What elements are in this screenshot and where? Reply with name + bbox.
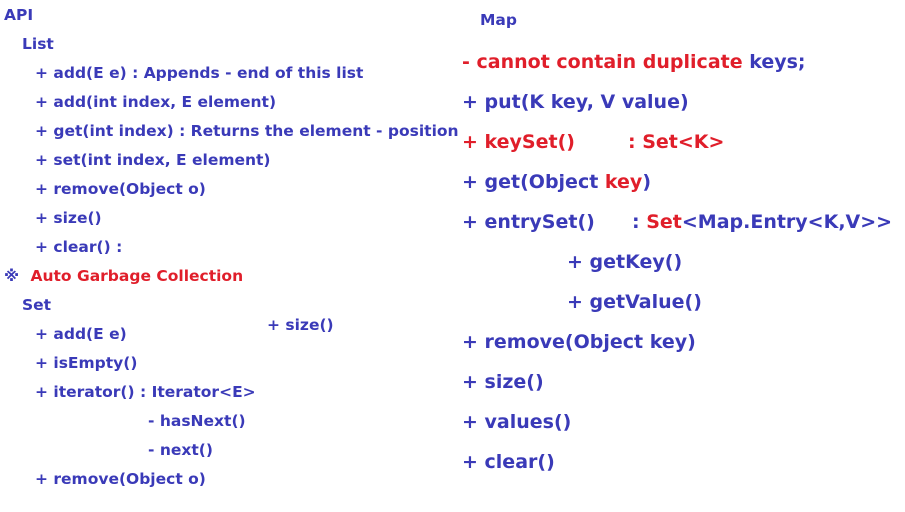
map-rule-emphasis: cannot contain duplicate <box>476 51 743 73</box>
list-item-add-index: + add(int index, E element) <box>35 93 277 111</box>
map-remove: + remove(Object key) <box>462 331 696 353</box>
entry-getvalue: + getValue() <box>567 291 702 313</box>
map-put: + put(K key, V value) <box>462 91 689 113</box>
map-get-key: key <box>604 171 643 193</box>
map-entryset-set: Set <box>646 211 682 233</box>
set-item-isempty: + isEmpty() <box>35 354 138 372</box>
map-heading: Map <box>480 11 517 29</box>
api-heading: API <box>4 6 34 24</box>
list-item-remove: + remove(Object o) <box>35 180 206 198</box>
iterator-hasnext: - hasNext() <box>148 412 246 430</box>
list-item-size: + size() <box>35 209 102 227</box>
map-get: + get(Object key) <box>462 173 651 192</box>
set-item-iterator: + iterator() : Iterator<E> <box>35 383 256 401</box>
map-keyset: + keySet() <box>462 131 575 153</box>
map-rule-prefix: - <box>462 51 477 73</box>
set-item-add: + add(E e) <box>35 325 127 343</box>
map-get-before: + get(Object <box>462 171 605 193</box>
map-entryset-generic: <Map.Entry<K,V>> <box>681 211 893 233</box>
map-get-after: ) <box>642 171 651 193</box>
reference-mark-icon: ※ <box>4 267 20 285</box>
entry-getkey: + getKey() <box>567 251 683 273</box>
map-entryset-type: : Set<Map.Entry<K,V>> <box>632 213 892 232</box>
set-item-remove: + remove(Object o) <box>35 470 206 488</box>
map-rule: - cannot contain duplicate keys; <box>462 53 806 72</box>
map-values: + values() <box>462 411 572 433</box>
map-rule-suffix: keys; <box>742 51 806 73</box>
gc-note: ※ Auto Garbage Collection <box>4 267 244 285</box>
list-item-set: + set(int index, E element) <box>35 151 271 169</box>
gc-note-text: Auto Garbage Collection <box>30 267 244 285</box>
list-item-get: + get(int index) : Returns the element -… <box>35 122 459 140</box>
iterator-next: - next() <box>148 441 213 459</box>
map-entryset: + entrySet() <box>462 211 595 233</box>
set-item-size: + size() <box>267 316 334 334</box>
map-size: + size() <box>462 371 544 393</box>
map-entryset-colon: : <box>632 211 647 233</box>
set-heading: Set <box>22 296 52 314</box>
list-heading: List <box>22 35 54 53</box>
map-keyset-type: : Set<K> <box>628 131 725 153</box>
map-clear: + clear() <box>462 451 555 473</box>
list-item-clear: + clear() : <box>35 238 123 256</box>
list-item-add: + add(E e) : Appends - end of this list <box>35 64 364 82</box>
